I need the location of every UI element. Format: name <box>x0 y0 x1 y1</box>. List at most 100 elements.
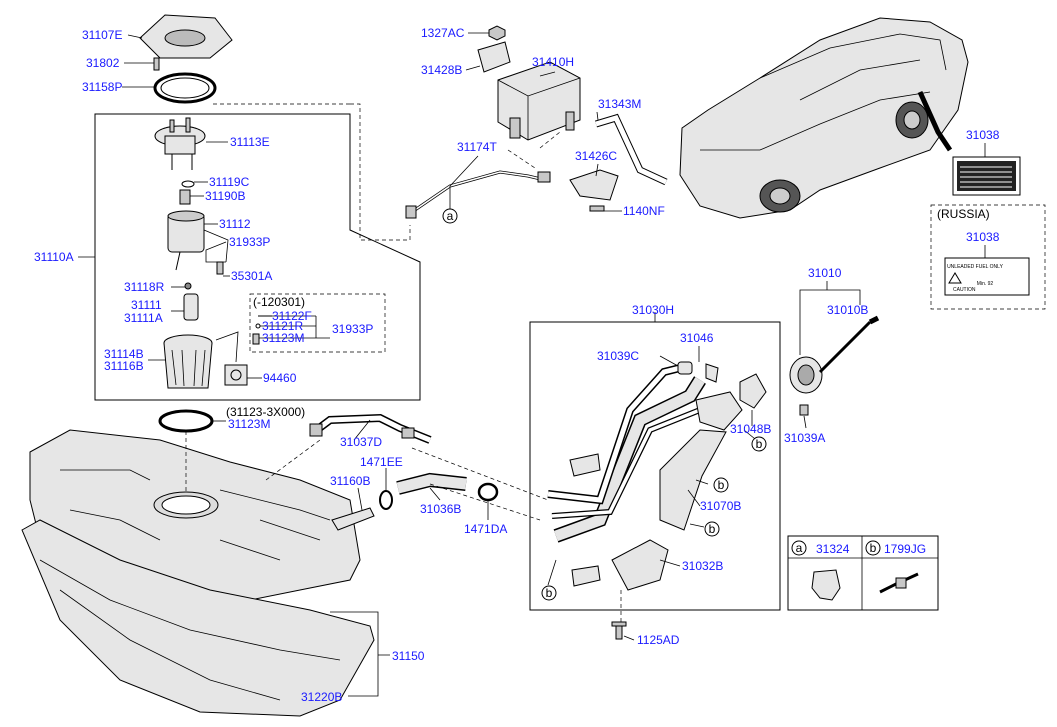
label-31428B: 31428B <box>421 63 462 77</box>
leader-lines <box>78 32 986 697</box>
label-94460: 94460 <box>263 371 297 385</box>
label-31426C: 31426C <box>575 149 617 163</box>
sub-box-120301 <box>249 293 386 353</box>
label-31220B: 31220B <box>301 690 342 704</box>
label-31160B: 31160B <box>330 474 370 488</box>
label-1471EE: 1471EE <box>360 455 403 469</box>
label-31046: 31046 <box>680 331 714 345</box>
screw-31039A <box>799 404 809 416</box>
label-1140NF: 1140NF <box>623 204 665 218</box>
label-31410H: 31410H <box>532 55 574 69</box>
svg-text:b: b <box>709 522 716 536</box>
housing-31048B <box>739 373 767 409</box>
label-1327AC: 1327AC <box>421 26 465 40</box>
label-31123M-b: 31123M <box>228 417 270 431</box>
fuel-door-31010 <box>789 315 880 394</box>
label-31111: 31111 <box>131 298 162 312</box>
bracket-31428B <box>477 41 511 73</box>
label-31010B: 31010B <box>827 303 868 317</box>
fuel-label-decal <box>952 156 1021 196</box>
level-sender <box>215 331 248 386</box>
marker-b-2: b <box>713 477 729 493</box>
hose-31160B <box>331 507 375 531</box>
label-31122F: 31122F <box>272 309 312 323</box>
label-31111A: 31111A <box>124 311 163 325</box>
label-31030H: 31030H <box>632 303 674 317</box>
svg-text:b: b <box>546 586 553 600</box>
car-illustration <box>679 17 969 219</box>
label-31039C: 31039C <box>597 349 639 363</box>
label-1471DA: 1471DA <box>464 522 507 536</box>
label-31123M-a: 31123M <box>262 331 304 345</box>
marker-a-1: a <box>442 208 458 224</box>
hose-31174T <box>405 170 551 219</box>
legend-code-a: 31324 <box>816 542 850 556</box>
bracket-31426C <box>569 169 619 201</box>
svg-text:b: b <box>756 437 763 451</box>
label-31116B: 31116B <box>104 359 144 373</box>
label-31150: 31150 <box>392 649 425 663</box>
pump-flange <box>154 117 206 170</box>
hose-31036B <box>396 472 467 495</box>
label-31174T: 31174T <box>457 140 497 154</box>
label-35301A: 35301A <box>231 269 272 283</box>
russia-label-decal: UNLEADED FUEL ONLY Min. 92 CAUTION <box>944 257 1030 296</box>
valve-31190B <box>179 189 191 205</box>
clamp-1471DA <box>477 482 499 502</box>
label-31158P: 31158P <box>82 80 122 94</box>
oring-31119C <box>181 180 195 188</box>
hose-31046 <box>677 361 719 383</box>
label-31113E: 31113E <box>230 135 270 149</box>
label-31032B: 31032B <box>682 559 723 573</box>
label-31121R: 31121R <box>262 319 303 333</box>
label-31048B: 31048B <box>730 422 771 436</box>
label-31114B: 31114B <box>104 347 144 361</box>
legend-marker-b: b <box>865 540 881 556</box>
oring-31123M <box>158 409 214 433</box>
filler-neck-pipe <box>547 364 743 543</box>
svg-text:b: b <box>870 541 877 555</box>
svg-text:a: a <box>447 209 454 223</box>
canister <box>497 61 581 141</box>
marker-b-1: b <box>751 436 767 452</box>
label-31037D: 31037D <box>340 435 382 449</box>
vent-hose-31343M <box>594 113 668 186</box>
decal-unleaded-text: UNLEADED FUEL ONLY <box>947 264 1004 270</box>
ring-31158P <box>153 72 217 104</box>
marker-b-3: b <box>704 521 720 537</box>
label-31343M: 31343M <box>598 97 641 111</box>
fuel-filter <box>167 210 229 271</box>
vent-pipe-31037D <box>309 413 432 444</box>
label-31107E: 31107E <box>82 28 122 42</box>
pump-group-link <box>350 103 411 241</box>
marker-b-4: b <box>541 585 557 601</box>
pump-reservoir <box>163 334 213 389</box>
label-31038-b: 31038 <box>966 230 1000 244</box>
label-31123-3X000: (31123-3X000) <box>226 405 305 419</box>
label-31038-a: 31038 <box>966 128 1000 142</box>
protector-31070B <box>659 429 727 531</box>
screw-31802 <box>153 57 160 71</box>
regulator-31118R <box>184 282 192 290</box>
label-russia: (RUSSIA) <box>937 207 990 221</box>
svg-text:b: b <box>718 478 725 492</box>
bolt-1327AC <box>488 25 506 41</box>
label-31010: 31010 <box>808 266 842 280</box>
decal-octane-text: Min. 92 <box>977 281 994 287</box>
label-1125AD: 1125AD <box>637 633 680 647</box>
legend-marker-a: a <box>791 540 807 556</box>
label-31118R: 31118R <box>124 280 165 294</box>
label-31070B: 31070B <box>700 499 741 513</box>
brackets-filler <box>569 453 669 591</box>
legend-table <box>787 535 939 611</box>
clamp-1471EE <box>379 490 393 510</box>
bolt-1140NF <box>589 205 605 212</box>
label-31036B: 31036B <box>420 502 461 516</box>
label-31802: 31802 <box>86 56 120 70</box>
cover-plate <box>139 14 233 59</box>
russia-box <box>930 204 1046 310</box>
label-31933P-b: 31933P <box>332 322 373 336</box>
label-31039A: 31039A <box>784 431 825 445</box>
label-120301: (-120301) <box>253 295 305 309</box>
